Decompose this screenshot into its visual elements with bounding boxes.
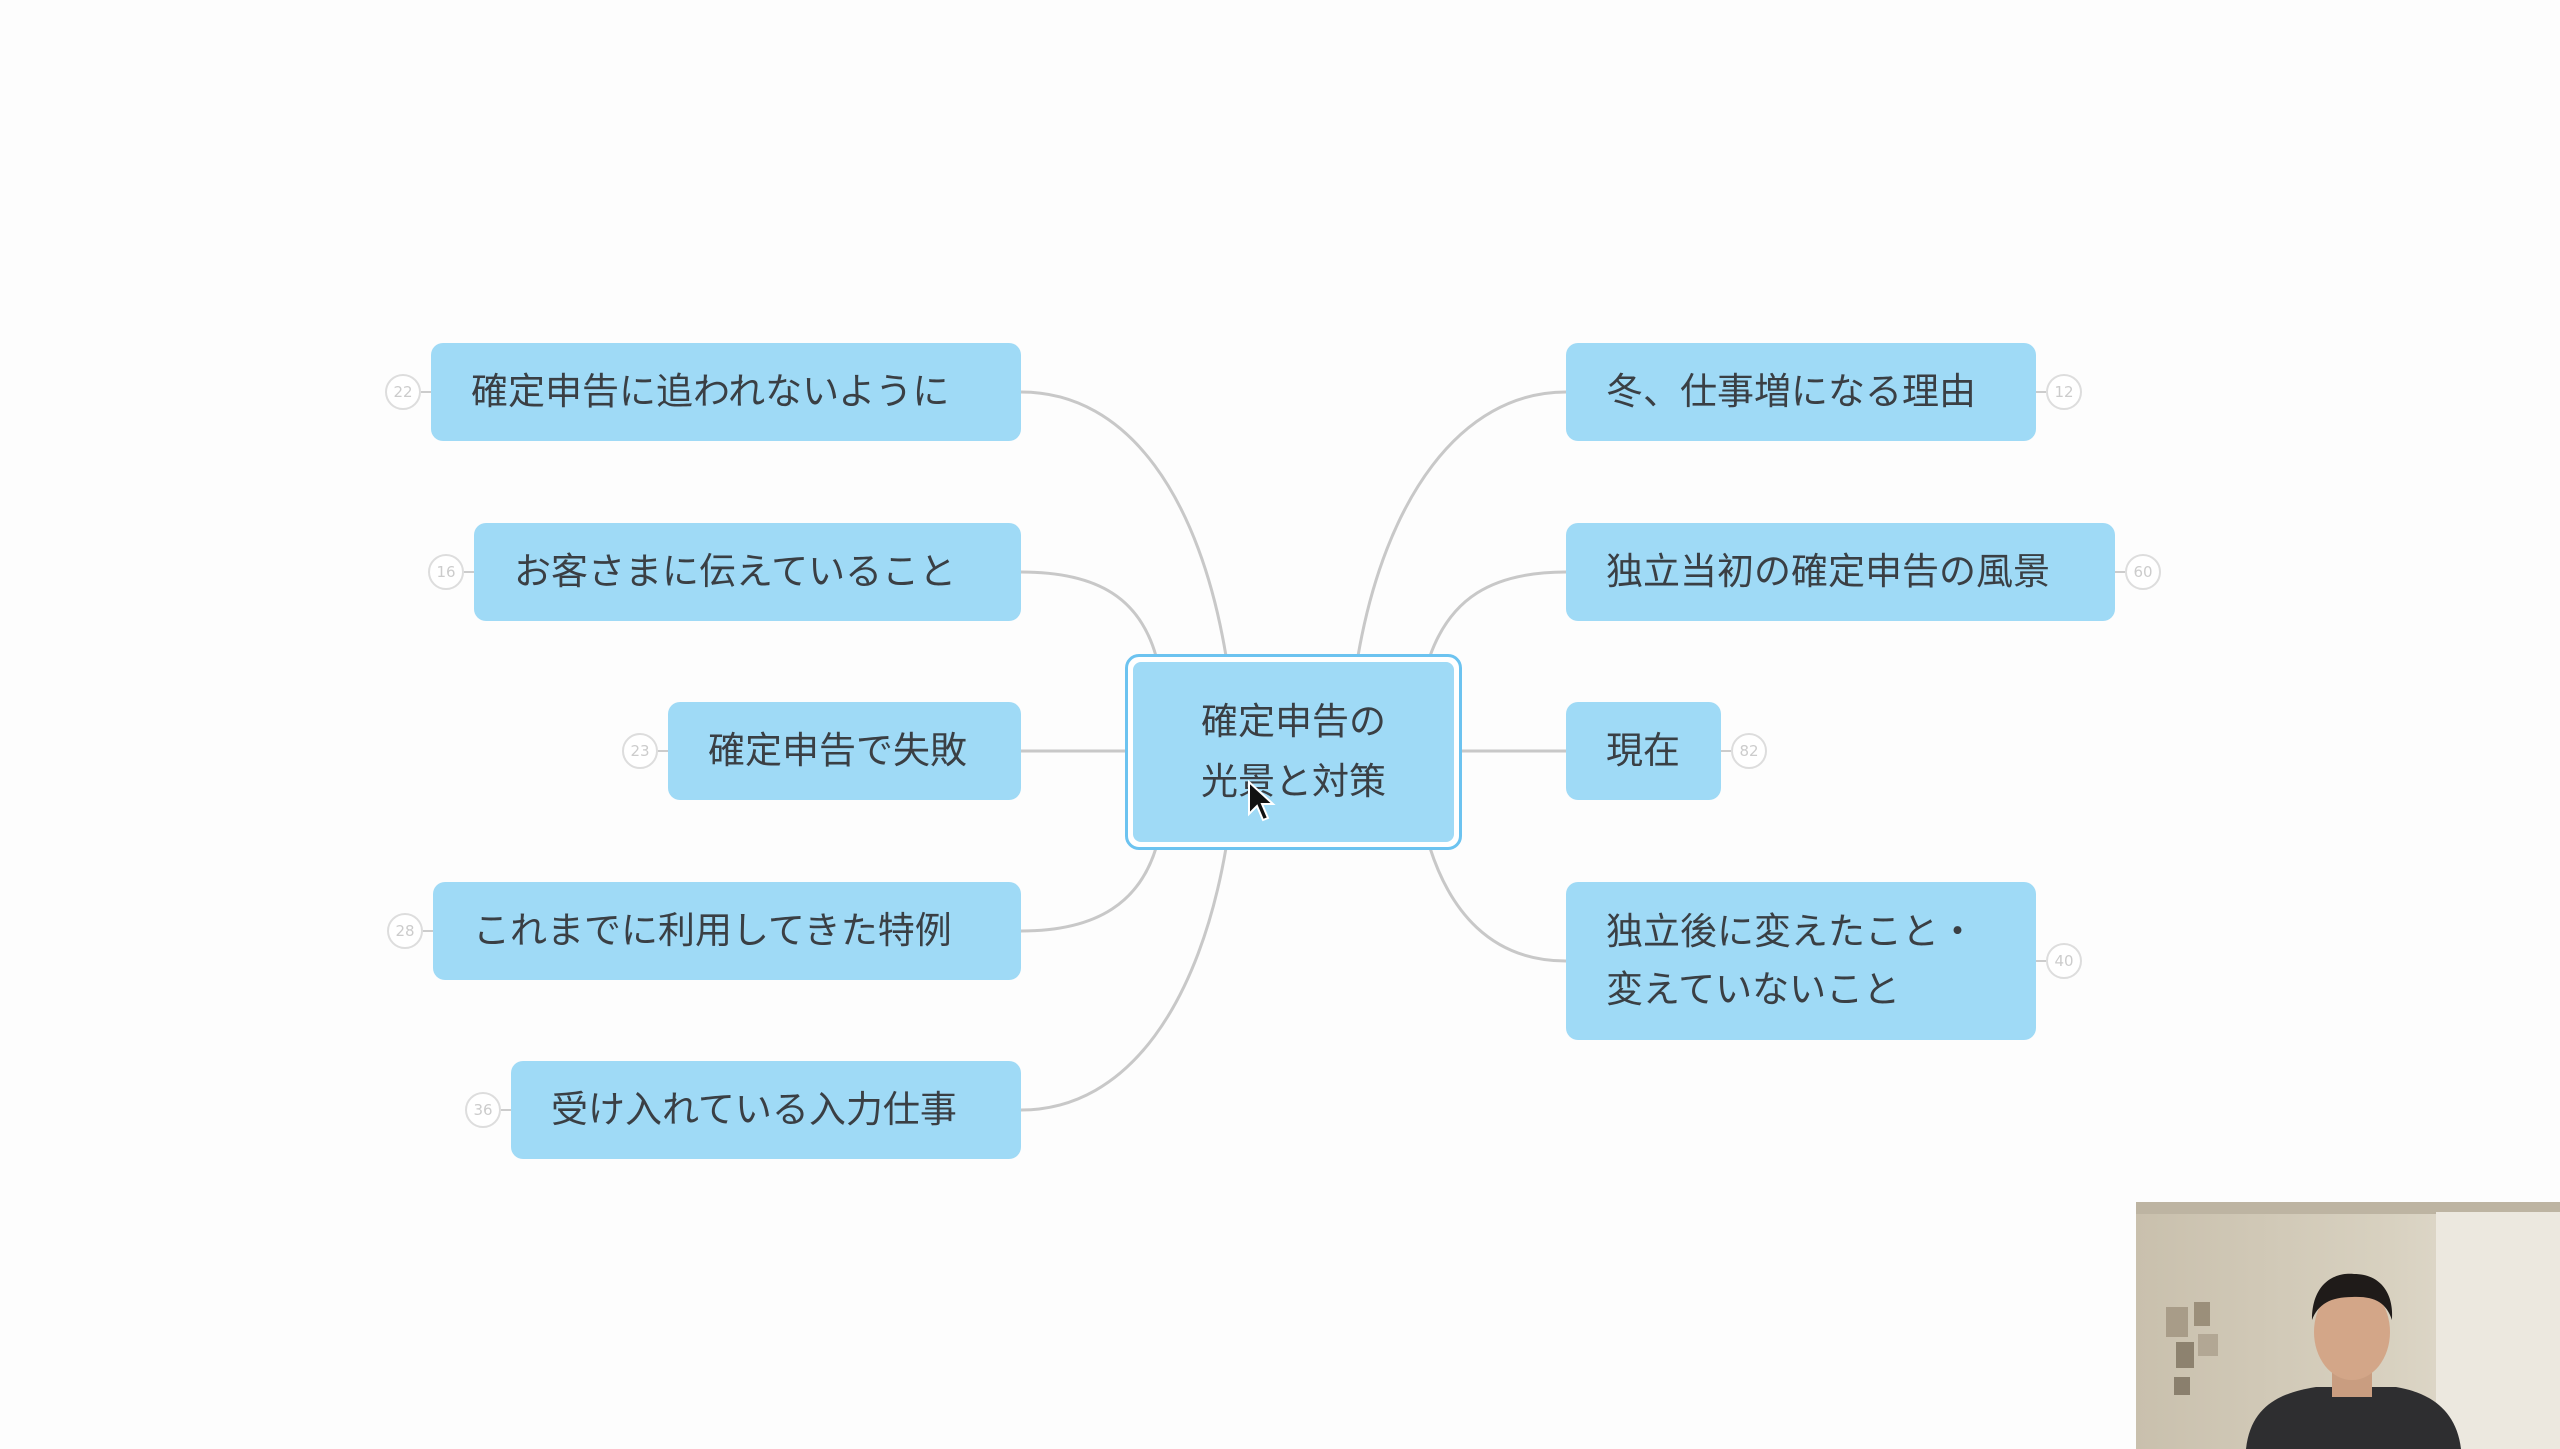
topic-right-3[interactable]: 現在 — [1566, 702, 1721, 800]
central-topic-line2: 光景と対策 — [1201, 760, 1386, 803]
connector — [1020, 390, 1228, 657]
topic-left-4[interactable]: これまでに利用してきた特例 — [433, 882, 1021, 980]
topic-right-4[interactable]: 独立後に変えたこと・ 変えていないこと — [1566, 882, 2036, 1040]
connector — [1428, 570, 1567, 657]
topic-label: お客さまに伝えていること — [514, 550, 957, 593]
connector — [1356, 390, 1567, 657]
connector — [1020, 847, 1158, 933]
topic-right-2[interactable]: 独立当初の確定申告の風景 — [1566, 523, 2115, 621]
connector — [1020, 570, 1158, 657]
collapsed-count-badge[interactable]: 12 — [2046, 374, 2082, 410]
webcam-video-overlay — [2136, 1202, 2560, 1449]
connector — [1020, 847, 1228, 1112]
topic-label: 確定申告に追われないように — [471, 370, 950, 413]
topic-right-1[interactable]: 冬、仕事増になる理由 — [1566, 343, 2036, 441]
connector — [1428, 847, 1567, 963]
topic-label: これまでに利用してきた特例 — [473, 909, 952, 952]
collapsed-count-badge[interactable]: 28 — [387, 913, 423, 949]
collapsed-count-badge[interactable]: 82 — [1731, 733, 1767, 769]
topic-label: 現在 — [1606, 729, 1680, 772]
collapsed-count-badge[interactable]: 36 — [465, 1092, 501, 1128]
presenter-video-icon — [2136, 1202, 2560, 1449]
central-topic-line1: 確定申告の — [1201, 700, 1386, 743]
topic-label-line2: 変えていないこと — [1606, 968, 1901, 1011]
topic-label: 独立後に変えたこと・ — [1606, 910, 1976, 953]
topic-left-2[interactable]: お客さまに伝えていること — [474, 523, 1021, 621]
topic-left-5[interactable]: 受け入れている入力仕事 — [511, 1061, 1021, 1159]
topic-left-3[interactable]: 確定申告で失敗 — [668, 702, 1021, 800]
topic-label: 受け入れている入力仕事 — [551, 1088, 957, 1131]
collapsed-count-badge[interactable]: 22 — [385, 374, 421, 410]
collapsed-count-badge[interactable]: 60 — [2125, 554, 2161, 590]
collapsed-count-badge[interactable]: 23 — [622, 733, 658, 769]
collapsed-count-badge[interactable]: 40 — [2046, 943, 2082, 979]
topic-label: 冬、仕事増になる理由 — [1606, 370, 1976, 413]
topic-left-1[interactable]: 確定申告に追われないように — [431, 343, 1021, 441]
central-topic[interactable]: 確定申告の 光景と対策 — [1125, 654, 1462, 850]
collapsed-count-badge[interactable]: 16 — [428, 554, 464, 590]
mouse-cursor-icon — [1248, 780, 1276, 822]
topic-label: 確定申告で失敗 — [708, 729, 967, 772]
topic-label: 独立当初の確定申告の風景 — [1606, 550, 2050, 593]
